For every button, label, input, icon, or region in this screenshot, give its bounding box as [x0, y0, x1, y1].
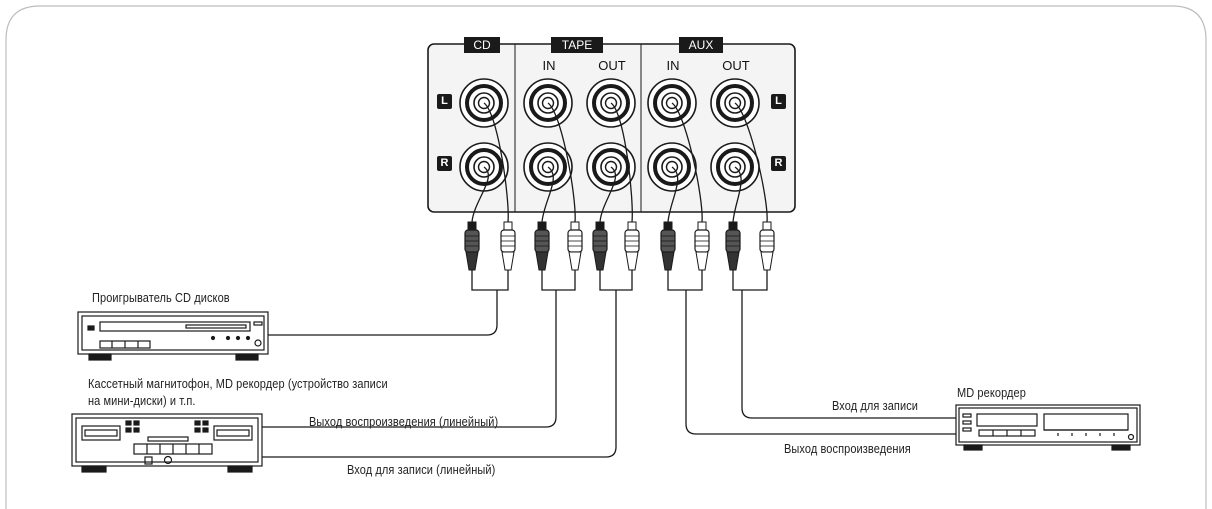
cable-run [685, 290, 956, 435]
left-channel-badge-right: L [771, 94, 786, 109]
aux-in-label: IN [666, 58, 680, 73]
left-channel-badge: L [437, 94, 452, 109]
tape-out-connection-label: Выход воспроизведения (линейный) [309, 415, 499, 429]
cd-group-label: CD [464, 37, 500, 53]
cable-bridge [471, 286, 509, 291]
cable-run [262, 290, 617, 458]
cd-player-device [77, 311, 269, 361]
aux-out-label: OUT [722, 58, 750, 73]
cable-segment [610, 102, 633, 223]
rca-plug [624, 221, 640, 286]
rca-plug [725, 221, 741, 286]
cable-segment [483, 102, 509, 223]
cable-run [262, 290, 557, 428]
rca-plug [534, 221, 550, 286]
rear-panel [427, 43, 796, 213]
cable-segment [734, 102, 768, 223]
tape-in-connection-label: Вход для записи (линейный) [347, 463, 496, 477]
rca-plug [694, 221, 710, 286]
tape-group-label: TAPE [551, 37, 603, 53]
cable-bridge [541, 286, 576, 291]
outer-frame [5, 5, 1207, 509]
cable-bridge [732, 286, 768, 291]
tape-out-label: OUT [598, 58, 626, 73]
cable-segment [732, 166, 742, 223]
aux-group-label: AUX [679, 37, 723, 53]
rca-plug [567, 221, 583, 286]
md-recorder-label: MD рекордер [957, 386, 1026, 400]
md-out-connection-label: Выход воспроизведения [784, 442, 911, 456]
cable-run [741, 290, 956, 419]
cables [262, 102, 956, 458]
cable-bridge [667, 286, 703, 291]
rca-plugs [464, 221, 775, 286]
rca-plug [500, 221, 516, 286]
cassette-label-line1: Кассетный магнитофон, MD рекордер (устро… [88, 377, 388, 391]
cable-segment [671, 102, 703, 223]
rca-plug [464, 221, 480, 286]
cable-run [268, 290, 498, 336]
cable-segment [471, 166, 490, 223]
cd-player-label: Проигрыватель CD дисков [92, 291, 230, 305]
cassette-label-line2: на мини-диски) и т.п. [88, 394, 196, 408]
rca-plug [759, 221, 775, 286]
cable-segment [541, 166, 554, 223]
cable-bridge [599, 286, 633, 291]
rca-plug [660, 221, 676, 286]
md-recorder-device [955, 404, 1141, 451]
cable-segment [599, 166, 617, 223]
rca-plug [592, 221, 608, 286]
md-in-connection-label: Вход для записи [832, 399, 919, 413]
right-channel-badge: R [437, 156, 452, 171]
cassette-deck-device [71, 413, 263, 473]
right-channel-badge-right: R [771, 156, 786, 171]
tape-in-label: IN [542, 58, 556, 73]
cable-segment [547, 102, 576, 223]
cable-segment [667, 166, 679, 223]
